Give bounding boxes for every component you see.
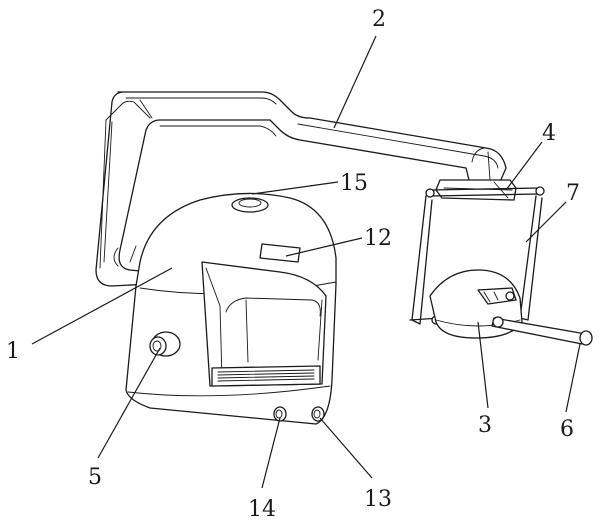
label-15: 15: [340, 171, 368, 196]
rod: [491, 316, 593, 346]
leader-lines: [31, 35, 581, 489]
arm: [95, 91, 507, 287]
label-1: 1: [6, 339, 20, 364]
label-14: 14: [248, 497, 276, 521]
helmet-body: [125, 192, 337, 425]
label-3: 3: [478, 413, 492, 438]
label-13: 13: [364, 487, 392, 512]
label-12: 12: [364, 226, 392, 251]
label-2: 2: [372, 7, 386, 32]
reference-numerals: 1 2 3 4 5 6 7 12 13 14 15: [6, 7, 580, 521]
label-7: 7: [566, 181, 580, 206]
label-6: 6: [560, 417, 574, 442]
label-4: 4: [542, 121, 556, 146]
label-5: 5: [88, 465, 102, 490]
